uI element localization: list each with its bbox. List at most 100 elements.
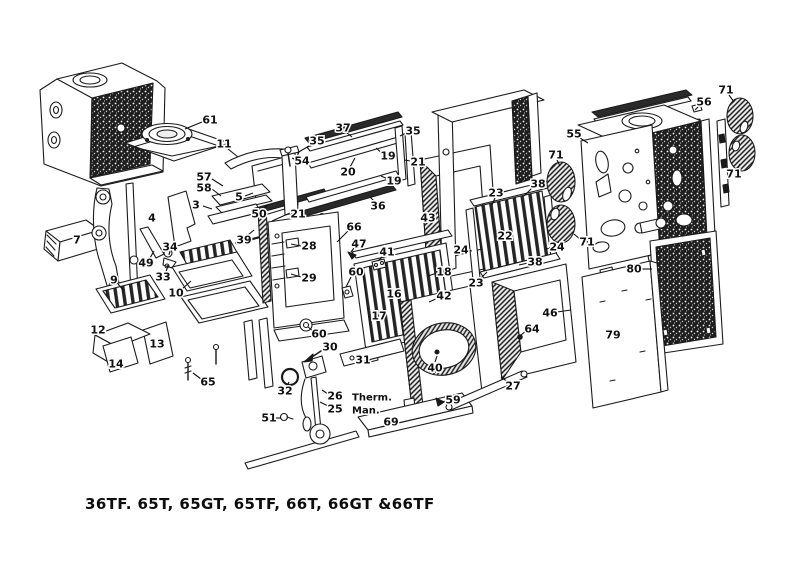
part-label-66: 66: [346, 221, 362, 234]
part-label-12: 12: [90, 324, 105, 337]
leader-line: [399, 132, 407, 137]
top-rails: [279, 111, 416, 217]
part-label-50: 50: [251, 208, 267, 221]
leader-line: [479, 271, 488, 280]
part-label-34: 34: [162, 241, 178, 254]
front-bar: [43, 219, 101, 262]
part-label-51: 51: [261, 412, 276, 425]
part-label-61: 61: [202, 114, 217, 127]
leader-line: [262, 204, 269, 210]
part-label-41: 41: [379, 246, 394, 259]
front-grate: [465, 180, 561, 281]
leader-line: [345, 276, 352, 288]
part-label-39: 39: [236, 234, 251, 247]
part-label-16: 16: [386, 288, 402, 301]
leader-line: [556, 309, 572, 313]
leader-line: [579, 137, 589, 144]
leader-line: [290, 243, 302, 247]
leader-line: [117, 283, 125, 292]
leader-line: [349, 157, 356, 168]
part-label-32: 32: [277, 385, 292, 398]
leader-line: [491, 197, 496, 206]
part-label-9: 9: [110, 274, 118, 287]
leader-line: [211, 188, 222, 197]
leader-line: [307, 326, 314, 332]
part-label-24: 24: [549, 241, 565, 254]
lower-bar: [339, 338, 405, 367]
leader-line: [319, 401, 329, 407]
leader-line: [403, 159, 412, 162]
leader-line: [271, 212, 291, 222]
part-label-59: 59: [445, 394, 460, 407]
part-label-19: 19: [386, 175, 401, 188]
part-label-19: 19: [380, 150, 395, 163]
small-hardware: [341, 251, 387, 299]
part-label-3: 3: [192, 199, 200, 212]
part-label-5: 5: [235, 191, 243, 204]
leader-line: [247, 229, 255, 236]
part-label-26: 26: [327, 390, 343, 403]
side-plates: [92, 321, 174, 373]
part-label-37: 37: [335, 122, 350, 135]
leader-line: [345, 131, 353, 138]
door-frame: [257, 207, 350, 342]
leader-line: [375, 147, 383, 154]
leader-line: [227, 148, 239, 158]
part-label-24: 24: [453, 244, 469, 257]
part-label-56: 56: [696, 96, 712, 109]
part-label-49: 49: [138, 257, 153, 270]
grate-and-pans: [95, 239, 269, 324]
leader-line: [244, 192, 254, 197]
leader-line: [520, 330, 527, 336]
part-label-20: 20: [340, 166, 356, 179]
leader-line: [336, 230, 349, 243]
part-label-38: 38: [527, 256, 542, 269]
part-label-7: 7: [73, 234, 81, 247]
part-label-42: 42: [436, 290, 451, 303]
part-label-33: 33: [155, 271, 170, 284]
part-label-27: 27: [505, 380, 520, 393]
leader-line: [428, 297, 439, 303]
part-label-40: 40: [427, 362, 443, 375]
leader-line: [434, 355, 438, 363]
thermostat-assembly: [184, 317, 331, 445]
part-label-47: 47: [351, 238, 366, 251]
part-label-71: 71: [718, 84, 733, 97]
part-label-31: 31: [355, 354, 370, 367]
leader-line: [369, 196, 376, 203]
part-label-13: 13: [149, 338, 164, 351]
leader-line: [523, 187, 533, 197]
part-label-43: 43: [420, 212, 435, 225]
model-caption: 36TF. 65T, 65GT, 65TF, 66T, 66GT &66TF: [85, 495, 435, 513]
part-label-22: 22: [497, 230, 512, 243]
leader-line: [694, 105, 700, 111]
leader-line: [427, 272, 438, 277]
part-label-28: 28: [301, 240, 316, 253]
part-label-35: 35: [309, 135, 324, 148]
leader-line: [573, 233, 582, 241]
leader-line: [736, 163, 741, 171]
part-label-71: 71: [726, 168, 741, 181]
part-label-58: 58: [196, 182, 211, 195]
leader-line: [149, 250, 155, 259]
part-label-18: 18: [436, 266, 451, 279]
part-label-35: 35: [405, 125, 420, 138]
back-panels: [581, 230, 724, 409]
part-label-71: 71: [548, 149, 563, 162]
leader-line: [321, 389, 329, 395]
part-label-4: 4: [148, 212, 156, 225]
part-label-23: 23: [468, 277, 483, 290]
part-label-71: 71: [579, 236, 594, 249]
part-label-55: 55: [566, 128, 581, 141]
diagram-art: [39, 62, 756, 470]
part-label-54: 54: [294, 155, 310, 168]
part-label-10: 10: [168, 287, 184, 300]
leader-line: [377, 255, 384, 262]
leader-line: [518, 262, 529, 266]
part-label-30: 30: [322, 341, 338, 354]
part-label-29: 29: [301, 272, 316, 285]
part-label-60: 60: [311, 328, 327, 341]
part-label-79: 79: [605, 329, 620, 342]
